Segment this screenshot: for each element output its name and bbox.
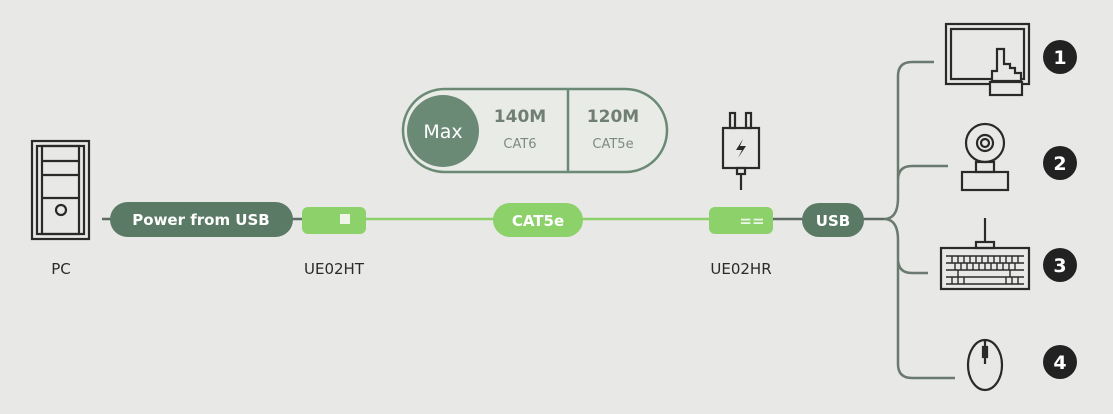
port-icon <box>340 214 350 224</box>
receiver-label: UE02HR <box>710 260 771 278</box>
cat6-distance: 140M <box>494 107 546 127</box>
transmitter-label: UE02HT <box>304 260 365 278</box>
pc-label: PC <box>51 260 71 278</box>
mouse-icon <box>966 338 1004 392</box>
touchscreen-icon <box>944 22 1031 97</box>
power-from-usb-pill: Power from USB <box>110 202 293 237</box>
device-branch-lines <box>883 60 955 380</box>
svg-text:1: 1 <box>1053 47 1066 69</box>
cat5e-max-label: CAT5e <box>592 137 633 152</box>
usb-label: USB <box>816 212 850 230</box>
power-from-usb-label: Power from USB <box>132 211 269 229</box>
cat6-label: CAT6 <box>503 137 536 152</box>
svg-text:4: 4 <box>1053 352 1066 374</box>
device-number-3: 3 <box>1043 248 1077 282</box>
pc-tower-icon <box>30 139 91 241</box>
device-number-4: 4 <box>1043 345 1077 379</box>
receiver-symbol: == <box>739 212 764 230</box>
max-label: Max <box>423 121 462 143</box>
transmitter-device <box>302 207 366 234</box>
max-distance-panel: Max 140M CAT6 120M CAT5e <box>401 87 669 174</box>
device-number-2: 2 <box>1043 146 1077 180</box>
svg-text:2: 2 <box>1053 153 1066 175</box>
power-adapter-icon <box>721 111 761 190</box>
cat5e-distance: 120M <box>587 107 639 127</box>
keyboard-icon <box>939 218 1031 291</box>
svg-text:3: 3 <box>1053 255 1066 277</box>
device-number-1: 1 <box>1043 40 1077 74</box>
cat5e-pill: CAT5e <box>493 203 583 237</box>
cat5e-label: CAT5e <box>512 212 564 230</box>
usb-pill: USB <box>802 203 864 237</box>
webcam-icon <box>960 122 1010 192</box>
receiver-device: == <box>709 207 773 234</box>
